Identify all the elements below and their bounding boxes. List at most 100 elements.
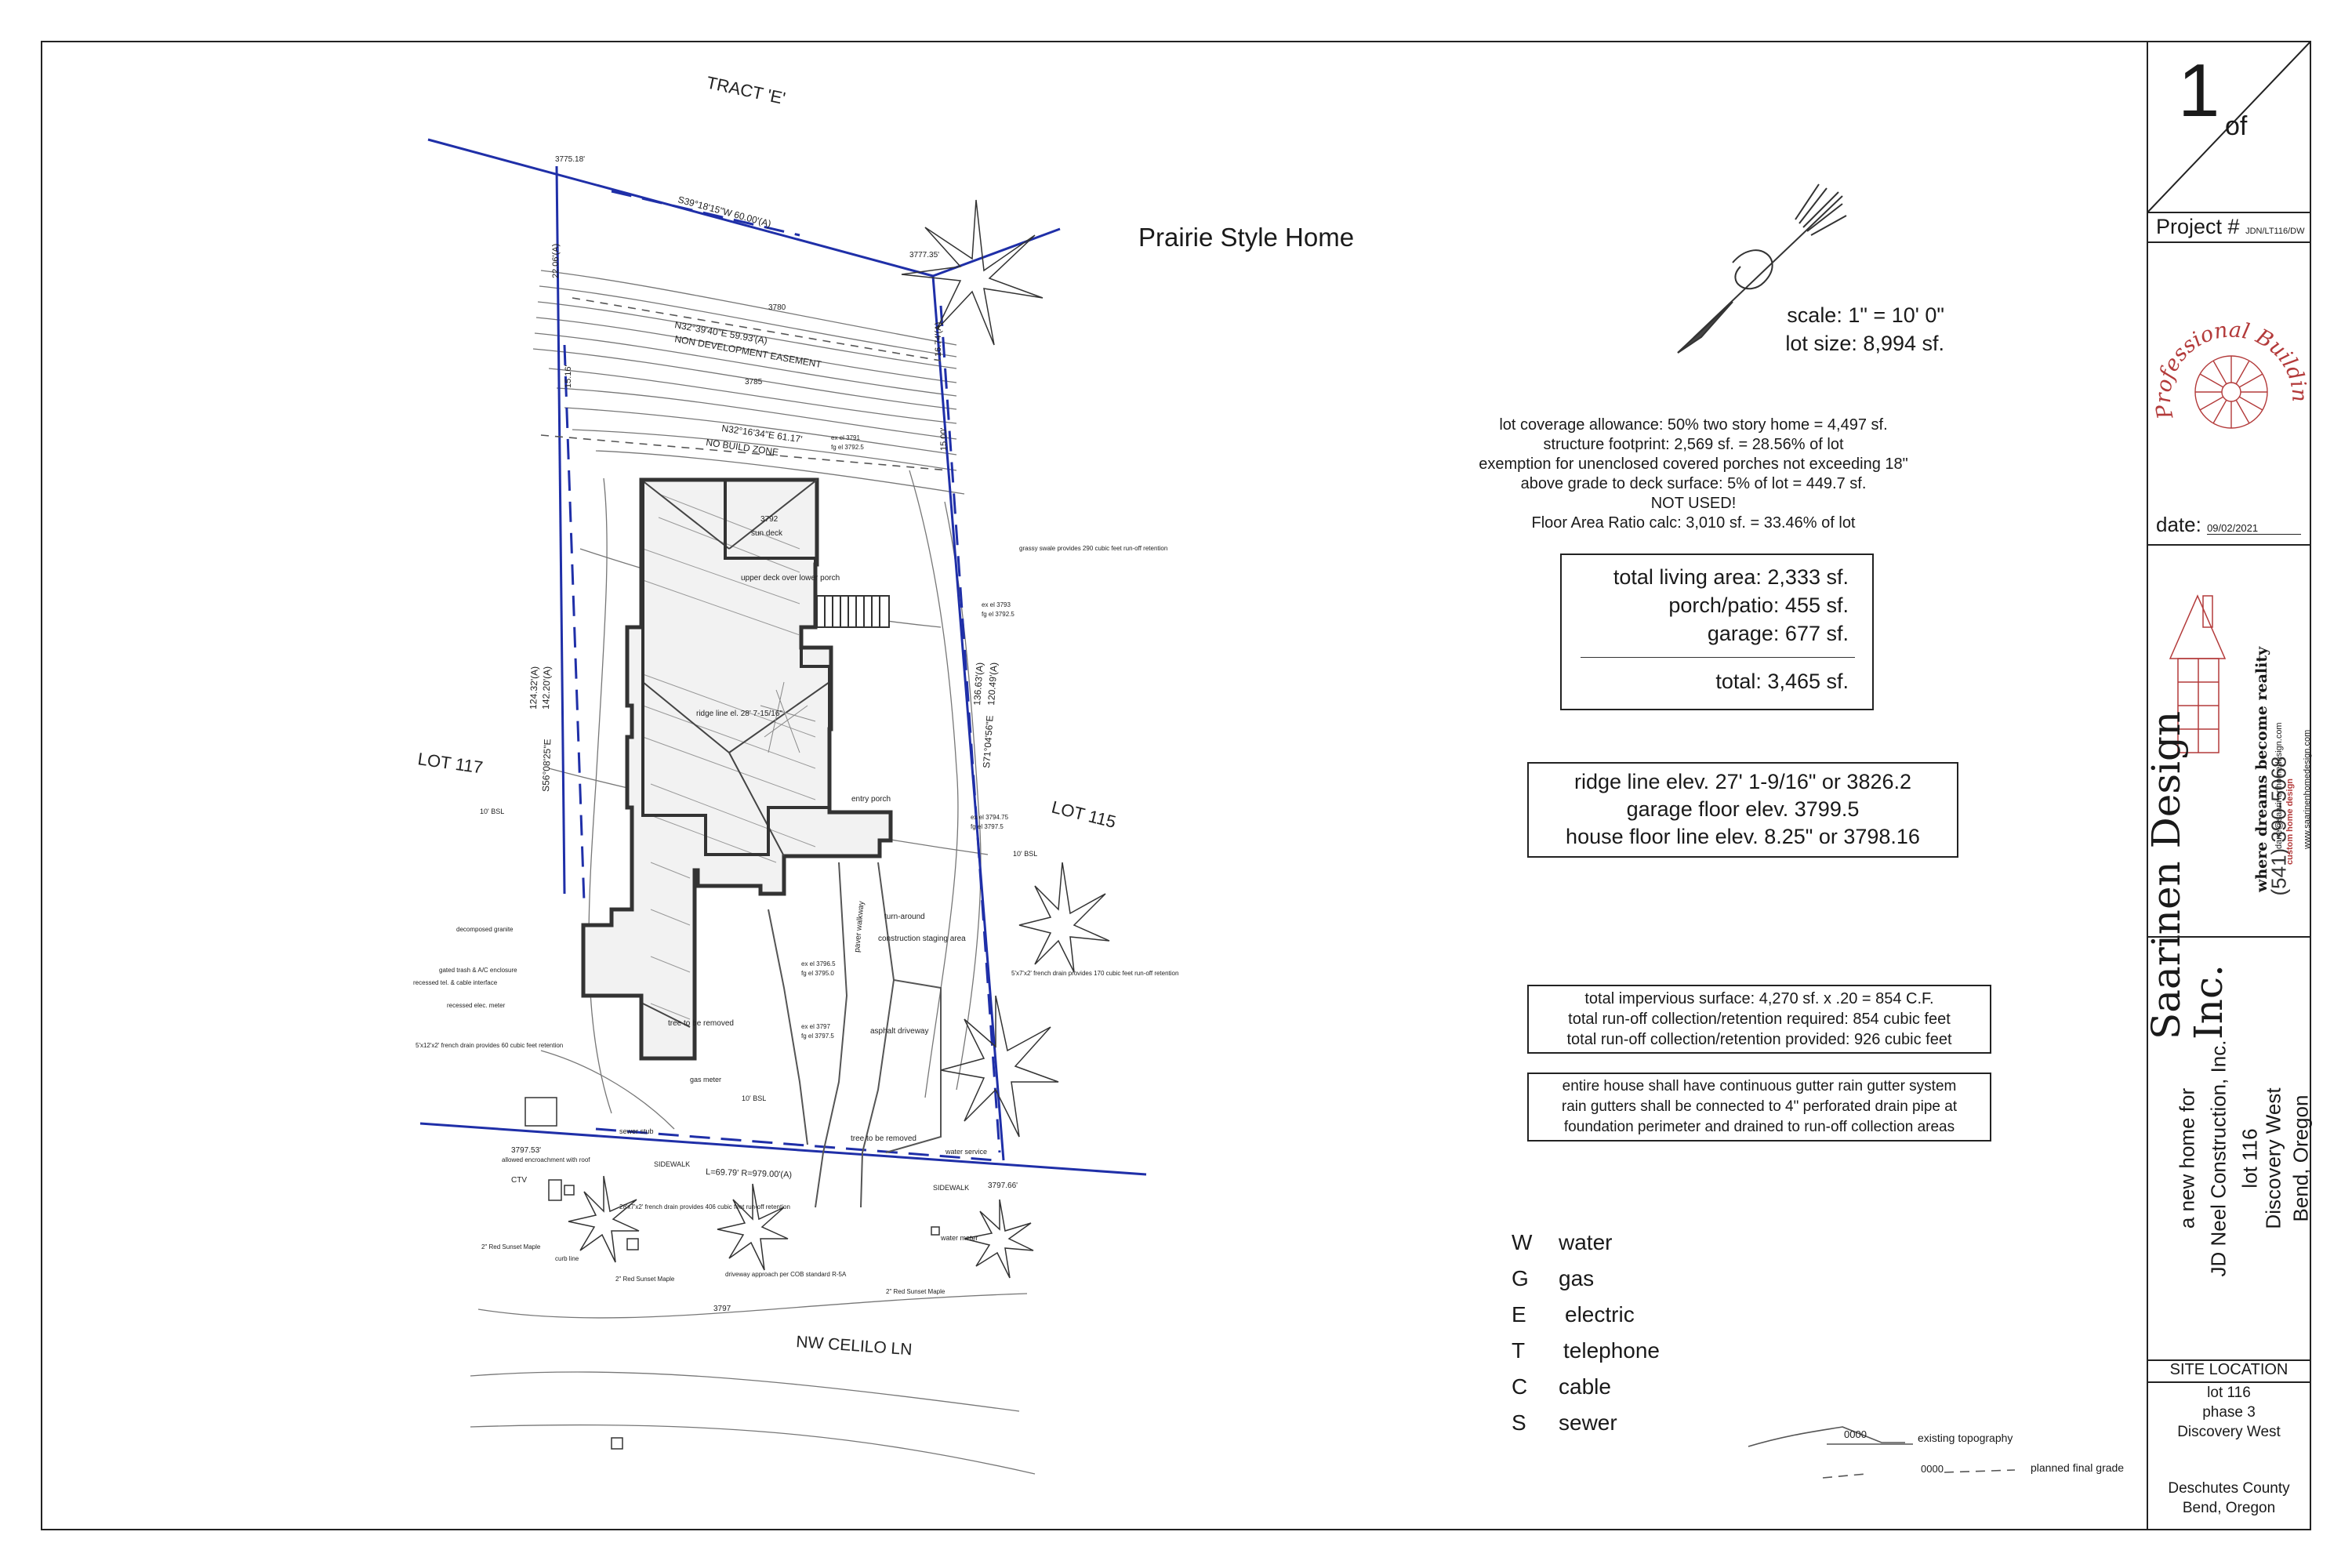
site-plan: TRACT 'E' LOT 117 LOT 115 NW CELILO LN S…	[413, 72, 2016, 1479]
drain-note-1: 5'x7'x2' french drain provides 170 cubic…	[1011, 970, 1178, 977]
coverage-line: lot coverage allowance: 50% two story ho…	[1499, 416, 1888, 434]
paver-label: paver walkway	[853, 901, 866, 953]
contour-3785: 3785	[745, 378, 763, 387]
legend-code: G	[1512, 1266, 1529, 1290]
site-phase: phase 3	[2202, 1404, 2256, 1421]
legend-code: T	[1512, 1338, 1526, 1363]
bsl-label-3: 10' BSL	[742, 1094, 766, 1102]
site-location-details: lot 116 phase 3 Discovery West	[2148, 1383, 2310, 1442]
sheet-of: of	[2225, 111, 2248, 141]
legend-label: cable	[1559, 1374, 1611, 1399]
sheet-number: 1	[2178, 49, 2220, 132]
firm-email: dane@saarinenhomedesign.com	[2274, 722, 2284, 849]
legend-label: electric	[1565, 1302, 1635, 1327]
plan-labels: TRACT 'E' LOT 117 LOT 115 NW CELILO LN S…	[413, 72, 1178, 1359]
east-bearing: S71°04'56"E	[981, 715, 996, 768]
west-dim2: 142.20'(A)	[540, 666, 553, 710]
site-city: Bend, Oregon	[2182, 1500, 2276, 1516]
designer-firm-block: Saarinen Design Inc. where dreams become…	[2143, 550, 2312, 1040]
impervious-box: total impervious surface: 4,270 sf. x .2…	[1527, 985, 1991, 1054]
legend-code: W	[1512, 1230, 1533, 1254]
elec-meter-note: recessed elec. meter	[447, 1002, 506, 1009]
project-line-2: JD Neel Construction, Inc.	[2206, 1040, 2230, 1277]
firm-web: www.saarinenhomedesign.com	[2303, 729, 2312, 849]
sheet-diagonal	[2148, 41, 2311, 212]
east-dim: 136.63'(A)	[971, 662, 985, 706]
title-block: 1 of Project # JDN/LT116/DW Professional…	[2143, 41, 2313, 1530]
existing-topo-label: existing topography	[1918, 1432, 2013, 1444]
ridge-elevation: ridge line elev. 27' 1-9/16" or 3826.2	[1573, 770, 1912, 793]
coverage-line: exemption for unenclosed covered porches…	[1479, 456, 1908, 473]
project-info-block: a new home for JD Neel Construction, Inc…	[2148, 942, 2313, 1397]
lot-size-text: lot size: 8,994 sf.	[1785, 332, 1944, 355]
point-3777: 3777.35'	[909, 251, 939, 260]
point-3775: 3775.18'	[555, 155, 585, 164]
dim-1516: 15.16'	[564, 365, 573, 388]
bsl-label-2: 10' BSL	[1013, 850, 1037, 858]
project-label: Project #	[2156, 215, 2240, 238]
area-divider	[1581, 657, 1855, 658]
tree-remove-label-1: tree to be removed	[668, 1019, 734, 1028]
point-3797b: 3797.66'	[988, 1181, 1018, 1190]
project-line-3: lot 116	[2238, 1128, 2262, 1189]
site-fixtures	[524, 1097, 940, 1450]
maple-note-3: 2" Red Sunset Maple	[886, 1288, 946, 1295]
gutter-line: foundation perimeter and drained to run-…	[1563, 1119, 1955, 1135]
scale-note: scale: 1" = 10' 0" lot size: 8,994 sf.	[1686, 301, 1944, 358]
point-3797a: 3797.53'	[511, 1146, 541, 1155]
coverage-line: above grade to deck surface: 5% of lot =…	[1520, 475, 1867, 492]
north-arrow	[1677, 183, 1847, 354]
planned-grade-value: 0000	[1921, 1463, 1944, 1475]
site-county-details: Deschutes County Bend, Oregon	[2148, 1479, 2310, 1518]
existing-topo-value: 0000	[1844, 1428, 1867, 1440]
site-county: Deschutes County	[2168, 1480, 2290, 1497]
granite-note: decomposed granite	[456, 926, 514, 933]
date-label: date:	[2156, 513, 2201, 536]
divider	[2148, 241, 2311, 243]
planned-grade-label: planned final grade	[2031, 1461, 2125, 1474]
project-line-1: a new home for	[2175, 1087, 2199, 1229]
roof-hatch	[642, 493, 816, 1020]
coverage-line: structure footprint: 2,569 sf. = 28.56% …	[1543, 436, 1844, 453]
divider	[2148, 1381, 2311, 1383]
drain-note-2: 5'x12'x2' french drain provides 60 cubic…	[416, 1042, 563, 1049]
contour-lines	[532, 270, 989, 1130]
project-line-4: Discovery West	[2261, 1087, 2285, 1229]
area-summary-box: total living area: 2,333 sf. porch/patio…	[1560, 554, 1874, 710]
spot-fg-3795: fg el 3795.0	[801, 970, 834, 977]
maple-note-2: 2" Red Sunset Maple	[615, 1276, 675, 1283]
asphalt-label: asphalt driveway	[870, 1027, 928, 1036]
sewer-stub-note: sewer stub	[619, 1127, 654, 1135]
curve-label: L=69.79' R=979.00'(A)	[706, 1167, 792, 1180]
seal-text: Professional Building Designer	[2150, 268, 2310, 422]
spot-ex-3794: ex el 3794.75	[971, 814, 1009, 821]
gutter-note-box: entire house shall have continuous gutte…	[1527, 1073, 1991, 1142]
trash-note: gated trash & A/C enclosure	[439, 967, 517, 974]
driveway	[768, 862, 942, 1208]
maple-note-1: 2" Red Sunset Maple	[481, 1243, 541, 1250]
legend-code: C	[1512, 1374, 1528, 1399]
garage-area: garage: 677 sf.	[1707, 622, 1849, 645]
lot-115-label: LOT 115	[1050, 797, 1118, 832]
impervious-line: total impervious surface: 4,270 sf. x .2…	[1584, 990, 1934, 1007]
legend-label: gas	[1559, 1266, 1595, 1290]
approach-note: driveway approach per COB standard R-5A	[725, 1271, 847, 1278]
upper-floor-outline	[641, 478, 831, 856]
firm-sub: custom home design	[2285, 778, 2295, 865]
street-label: NW CELILO LN	[796, 1333, 913, 1359]
svg-text:Professional Building Designer: Professional Building Designer	[2150, 268, 2310, 422]
bsl-label-1: 10' BSL	[480, 808, 504, 815]
dim-16: 16.74'(A)	[934, 322, 943, 357]
project-line-5: Bend, Oregon	[2288, 1094, 2313, 1222]
ridge-note: ridge line el. 28' 7-15/16"	[696, 710, 782, 718]
recessed-note: recessed tel. & cable interface	[413, 979, 498, 986]
legend-label: telephone	[1563, 1338, 1661, 1363]
water-meter-note: water meter	[940, 1234, 978, 1242]
project-value: JDN/LT116/DW	[2245, 227, 2305, 236]
spot-ex-3797: ex el 3797	[801, 1023, 830, 1030]
gutter-line: rain gutters shall be connected to 4" pe…	[1561, 1098, 1958, 1115]
